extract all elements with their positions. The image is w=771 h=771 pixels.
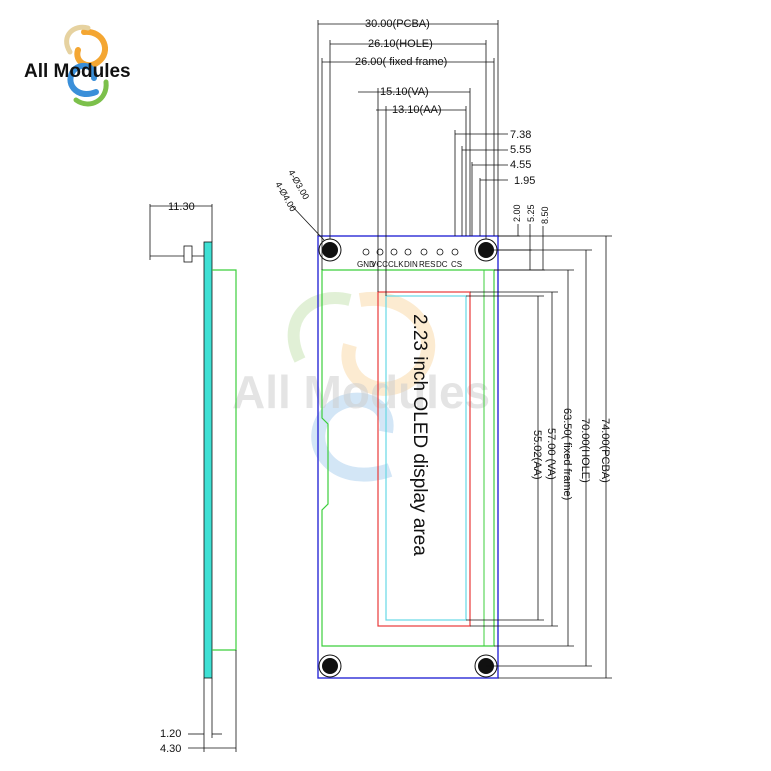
pin-label: VCC xyxy=(371,260,388,269)
pin-label: RES xyxy=(419,260,435,269)
side-board xyxy=(203,241,213,679)
height-dimensions: 74.00(PCBA) 70.00(HOLE) 63.50( fixed fra… xyxy=(466,235,612,679)
watermark: All Modules xyxy=(232,291,490,482)
dim-board-thickness: 1.20 xyxy=(160,728,181,740)
offset-dimensions: 7.38 5.55 4.55 1.95 xyxy=(454,129,535,236)
active-area-outline xyxy=(385,295,467,621)
dim-total-thickness: 4.30 xyxy=(160,743,181,755)
watermark-text: All Modules xyxy=(232,366,490,418)
display-area-label: 2.23 inch OLED display area xyxy=(409,314,430,556)
header-pin xyxy=(183,245,193,263)
pin-labels: GND VCC CLK DIN RES DC CS xyxy=(357,260,462,269)
dim-top-offset: 5.25 xyxy=(526,204,536,222)
dim-width-hole: 26.10(HOLE) xyxy=(368,38,433,50)
top-offset-dimensions: 2.00 5.25 8.50 xyxy=(494,204,550,271)
pin-label: CS xyxy=(451,260,462,269)
dim-width-fixed-frame: 26.00( fixed frame) xyxy=(355,56,447,68)
dim-height-pcba: 74.00(PCBA) xyxy=(599,418,611,483)
hole-dimensions: 4-Ø3.00 4-Ø4.00 xyxy=(273,168,325,241)
logo-text: All Modules xyxy=(24,61,131,82)
pin-pads xyxy=(362,248,459,256)
logo-swirl-icon xyxy=(64,24,109,107)
dim-height-fixed-frame: 63.50( fixed frame) xyxy=(561,408,573,500)
dim-offset: 5.55 xyxy=(510,144,531,156)
pin-label: DC xyxy=(436,260,448,269)
dim-top-offset: 8.50 xyxy=(540,206,550,224)
side-view: 11.30 1.20 4.30 xyxy=(149,201,237,755)
dim-side-length: 11.30 xyxy=(168,201,195,213)
pin-label: CLK xyxy=(388,260,404,269)
dim-height-hole: 70.00(HOLE) xyxy=(579,418,591,483)
dim-offset: 1.95 xyxy=(514,175,535,187)
dim-width-pcba: 30.00(PCBA) xyxy=(365,18,430,30)
width-dimensions: 30.00(PCBA) 26.10(HOLE) 26.00( fixed fra… xyxy=(317,18,499,296)
dim-width-aa: 13.10(AA) xyxy=(392,104,442,116)
pcba-outline xyxy=(317,235,499,679)
dim-offset: 4.55 xyxy=(510,159,531,171)
dim-height-aa: 55.02(AA) xyxy=(531,430,543,480)
mounting-hole-top-left xyxy=(318,238,342,262)
dim-height-va: 57.00 (VA) xyxy=(545,428,557,480)
fixed-frame-outline xyxy=(321,269,495,647)
pin-label: DIN xyxy=(404,260,418,269)
dim-width-va: 15.10(VA) xyxy=(380,86,429,98)
watermark-swirl-icon xyxy=(287,291,436,482)
visible-area-outline xyxy=(377,291,471,627)
mounting-hole-bottom-left xyxy=(318,654,342,678)
pin-label: GND xyxy=(357,260,375,269)
dim-offset: 7.38 xyxy=(510,129,531,141)
side-frame xyxy=(212,269,237,651)
dim-top-offset: 2.00 xyxy=(512,204,522,222)
brand-logo: All Modules xyxy=(24,24,131,107)
